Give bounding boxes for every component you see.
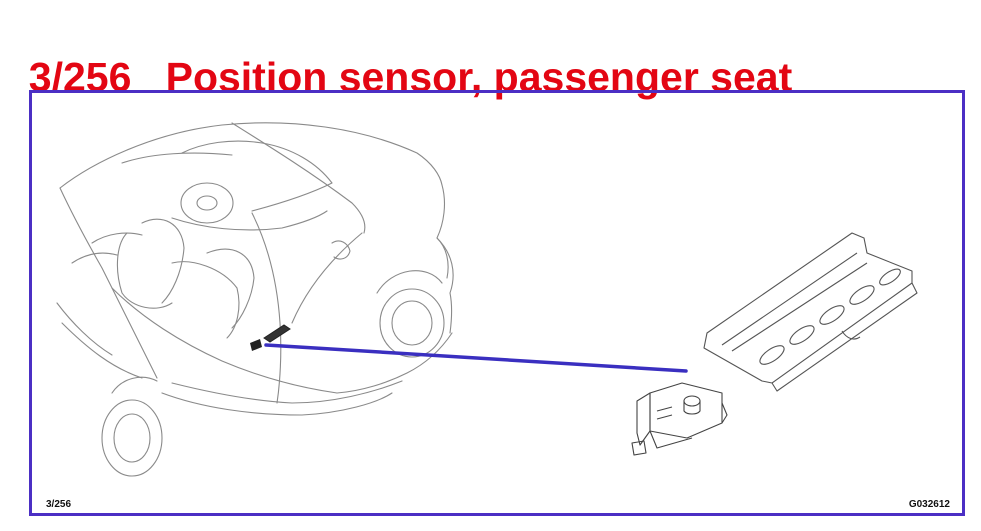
image-code: G032612 bbox=[908, 499, 950, 510]
figure-number: 3/256 bbox=[46, 499, 72, 510]
vehicle-illustration bbox=[56, 122, 918, 477]
illustration-frame: 3/256 G032612 bbox=[29, 90, 965, 516]
car-outline bbox=[56, 122, 454, 477]
seat-rail-detail bbox=[703, 232, 918, 392]
page-title: 3/256 Position sensor, passenger seat bbox=[6, 2, 792, 102]
position-sensor-detail bbox=[631, 382, 728, 456]
pointer-line bbox=[264, 343, 688, 373]
sensor-marker bbox=[250, 324, 291, 351]
